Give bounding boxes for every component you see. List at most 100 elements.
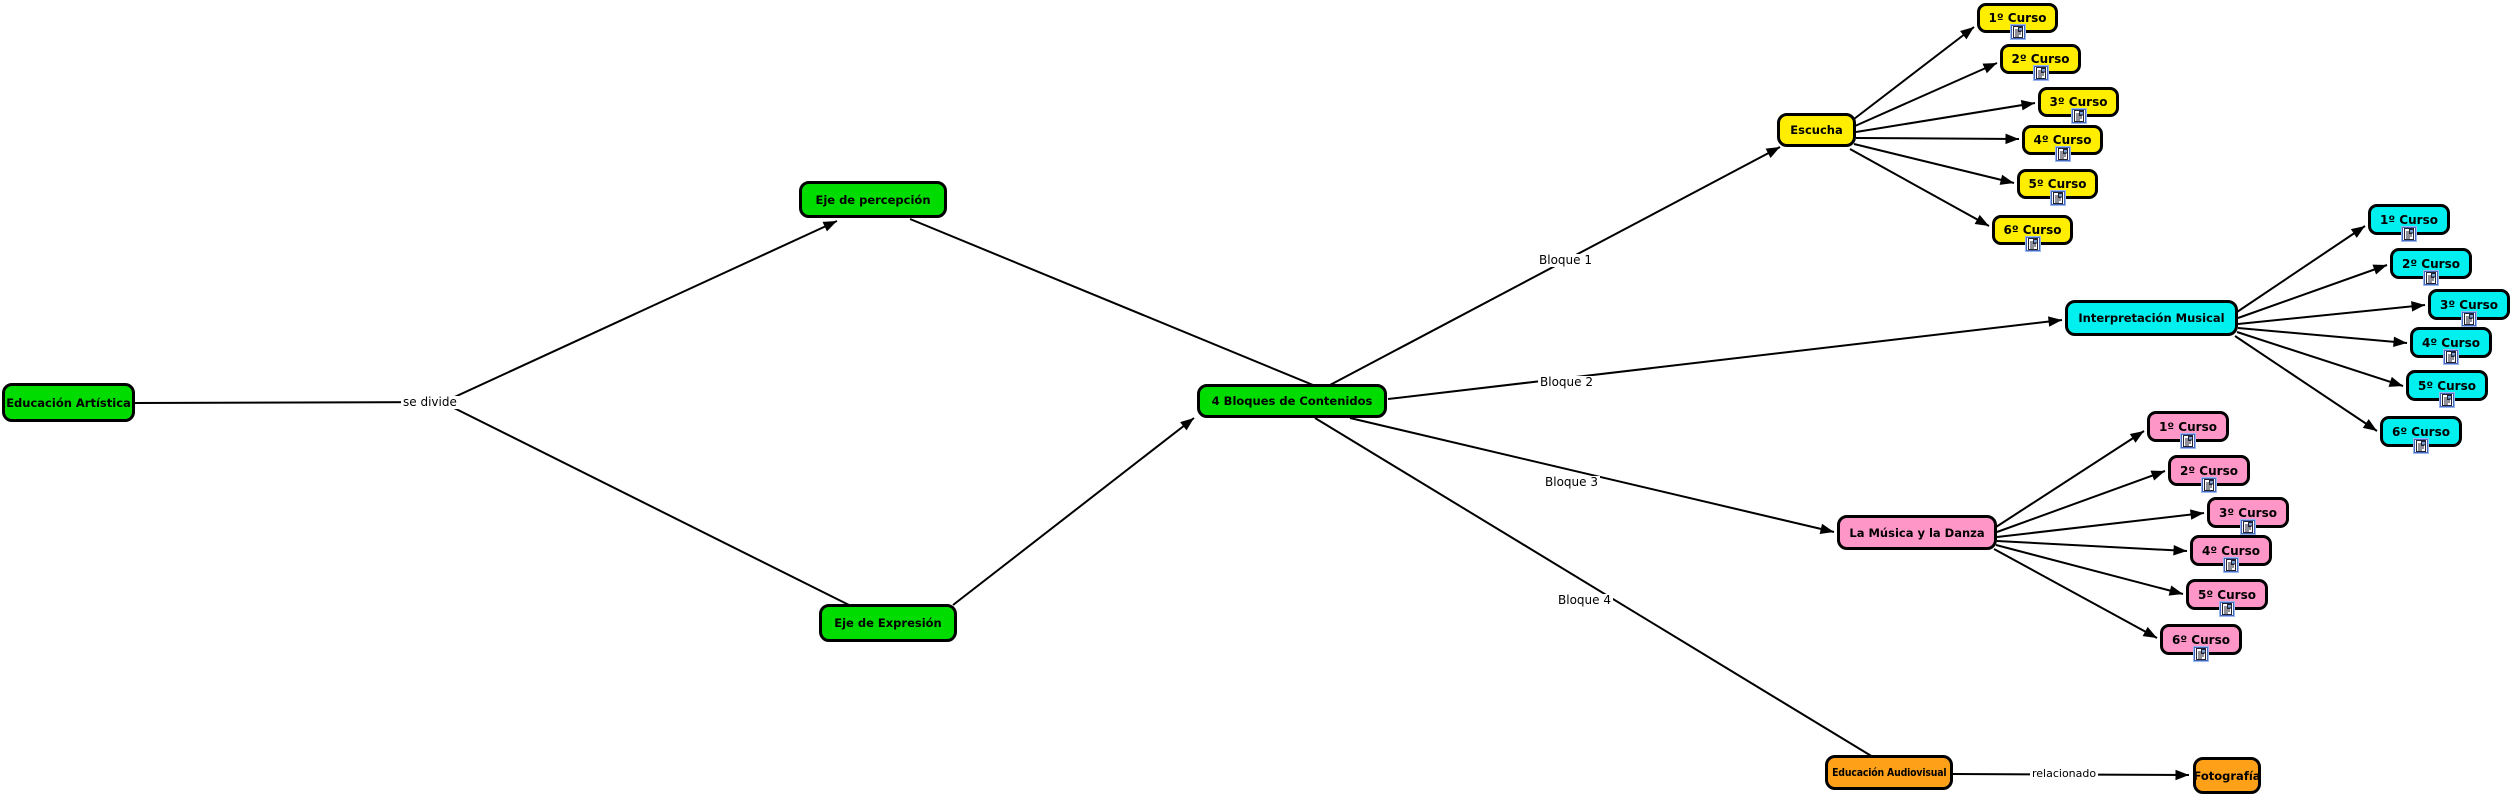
linking-phrase-se-divide[interactable]: se divide: [401, 395, 459, 410]
edge-escucha-curso4: [1855, 133, 2020, 145]
node-label: 3º Curso: [2440, 297, 2498, 312]
node-musicadanza-curso-5[interactable]: 5º Curso: [2186, 579, 2268, 610]
edge-interpretacion-curso2: [2237, 264, 2388, 319]
node-label: 4º Curso: [2202, 543, 2260, 558]
node-escucha[interactable]: Escucha: [1777, 113, 1856, 147]
attached-resource-icon[interactable]: [2180, 433, 2196, 449]
edge-musicadanza-curso1: [1995, 430, 2145, 528]
node-interpretacion-curso-5[interactable]: 5º Curso: [2406, 370, 2488, 401]
attached-resource-icon[interactable]: [2193, 646, 2209, 662]
node-interpretacion-curso-6[interactable]: 6º Curso: [2380, 416, 2462, 447]
node-label: 6º Curso: [2392, 424, 2450, 439]
node-musicadanza-curso-4[interactable]: 4º Curso: [2190, 535, 2272, 566]
linking-phrase-bloque-1[interactable]: Bloque 1: [1537, 253, 1594, 268]
node-label: 3º Curso: [2049, 95, 2108, 109]
node-label: Educación Audiovisual: [1831, 766, 1947, 779]
attached-resource-icon[interactable]: [2025, 236, 2041, 252]
node-label: Educación Artística: [6, 395, 131, 410]
attached-resource-icon[interactable]: [2413, 438, 2429, 454]
attached-resource-icon[interactable]: [2050, 190, 2066, 206]
edge-escucha-curso6: [1849, 148, 1990, 227]
node-fotografia[interactable]: Fotografía: [2193, 757, 2261, 794]
edge-bloque4-audiovisual: [1314, 417, 1874, 758]
edge-interpretacion-curso6: [2234, 335, 2378, 432]
node-interpretacion-curso-1[interactable]: 1º Curso: [2368, 204, 2450, 235]
node-educacion-audiovisual[interactable]: Educación Audiovisual: [1825, 755, 1953, 790]
node-interpretacion-musical[interactable]: Interpretación Musical: [2065, 300, 2238, 336]
attached-resource-icon[interactable]: [2071, 108, 2087, 124]
edge-musicadanza-curso6: [1993, 548, 2158, 639]
attached-resource-icon[interactable]: [2055, 146, 2071, 162]
node-label: 2º Curso: [2402, 256, 2460, 271]
linking-phrase-bloque-4[interactable]: Bloque 4: [1556, 593, 1613, 608]
node-label: 6º Curso: [2003, 223, 2062, 237]
node-label: Eje de percepción: [815, 192, 931, 207]
node-escucha-curso-4[interactable]: 4º Curso: [2022, 125, 2103, 155]
node-escucha-curso-5[interactable]: 5º Curso: [2017, 169, 2098, 199]
node-interpretacion-curso-3[interactable]: 3º Curso: [2428, 289, 2510, 320]
edge-artistica-sedivide: [134, 401, 453, 404]
node-label: 4º Curso: [2033, 133, 2092, 147]
node-musicadanza-curso-2[interactable]: 2º Curso: [2168, 455, 2250, 486]
edge-percepcion-bloques: [909, 218, 1314, 386]
edge-interpretacion-curso3: [2237, 301, 2426, 325]
edge-bloque2-interpretacion: [1387, 316, 2063, 400]
node-label: Fotografía: [2193, 768, 2261, 783]
node-escucha-curso-6[interactable]: 6º Curso: [1992, 215, 2073, 245]
edge-escucha-curso3: [1855, 99, 2036, 133]
node-label: 2º Curso: [2180, 463, 2238, 478]
attached-resource-icon[interactable]: [2443, 349, 2459, 365]
node-interpretacion-curso-4[interactable]: 4º Curso: [2410, 327, 2492, 358]
attached-resource-icon[interactable]: [2219, 601, 2235, 617]
edge-musicadanza-curso3: [1996, 509, 2205, 538]
attached-resource-icon[interactable]: [2223, 557, 2239, 573]
edge-musicadanza-curso5: [1995, 544, 2184, 596]
edge-interpretacion-curso4: [2237, 327, 2408, 348]
edge-musicadanza-curso2: [1996, 470, 2166, 533]
node-escucha-curso-2[interactable]: 2º Curso: [2000, 44, 2081, 74]
node-label: Interpretación Musical: [2078, 311, 2225, 325]
node-label: 1º Curso: [1988, 11, 2047, 25]
node-eje-expresion[interactable]: Eje de Expresión: [819, 604, 957, 642]
edge-expresion-bloques: [952, 417, 1195, 606]
node-interpretacion-curso-2[interactable]: 2º Curso: [2390, 248, 2472, 279]
attached-resource-icon[interactable]: [2010, 24, 2026, 40]
attached-resource-icon[interactable]: [2461, 311, 2477, 327]
attached-resource-icon[interactable]: [2423, 270, 2439, 286]
edge-escucha-curso2: [1854, 62, 1998, 127]
node-musicadanza-curso-6[interactable]: 6º Curso: [2160, 624, 2242, 655]
edge-sedivide-percepcion: [447, 220, 838, 401]
node-eje-percepcion[interactable]: Eje de percepción: [799, 181, 947, 218]
edge-interpretacion-curso1: [2236, 225, 2366, 313]
attached-resource-icon[interactable]: [2401, 226, 2417, 242]
node-musica-danza[interactable]: La Música y la Danza: [1837, 515, 1997, 550]
node-label: 2º Curso: [2011, 52, 2070, 66]
node-musicadanza-curso-1[interactable]: 1º Curso: [2147, 411, 2229, 442]
node-label: 5º Curso: [2198, 587, 2256, 602]
node-label: 1º Curso: [2159, 419, 2217, 434]
linking-phrase-bloque-2[interactable]: Bloque 2: [1538, 375, 1595, 390]
attached-resource-icon[interactable]: [2240, 519, 2256, 535]
attached-resource-icon[interactable]: [2201, 477, 2217, 493]
node-label: 5º Curso: [2418, 378, 2476, 393]
edge-musicadanza-curso4: [1996, 540, 2188, 556]
node-escucha-curso-1[interactable]: 1º Curso: [1977, 3, 2058, 33]
node-4-bloques[interactable]: 4 Bloques de Contenidos: [1197, 384, 1387, 418]
node-educacion-artistica[interactable]: Educación Artística: [2, 383, 135, 422]
node-label: La Música y la Danza: [1849, 525, 1985, 540]
node-escucha-curso-3[interactable]: 3º Curso: [2038, 87, 2119, 117]
node-label: 5º Curso: [2028, 177, 2087, 191]
edge-escucha-curso5: [1853, 143, 2015, 185]
node-label: 1º Curso: [2380, 212, 2438, 227]
node-musicadanza-curso-3[interactable]: 3º Curso: [2207, 497, 2289, 528]
attached-resource-icon[interactable]: [2439, 392, 2455, 408]
edge-bloque3-musicadanza: [1349, 417, 1835, 535]
attached-resource-icon[interactable]: [2033, 65, 2049, 81]
linking-phrase-bloque-3[interactable]: Bloque 3: [1543, 475, 1600, 490]
linking-phrase-relacionado[interactable]: relacionado: [2030, 767, 2099, 781]
node-label: 4º Curso: [2422, 335, 2480, 350]
edge-interpretacion-curso5: [2236, 331, 2404, 387]
edge-sedivide-expresion: [447, 404, 850, 606]
edge-escucha-curso1: [1853, 26, 1975, 120]
